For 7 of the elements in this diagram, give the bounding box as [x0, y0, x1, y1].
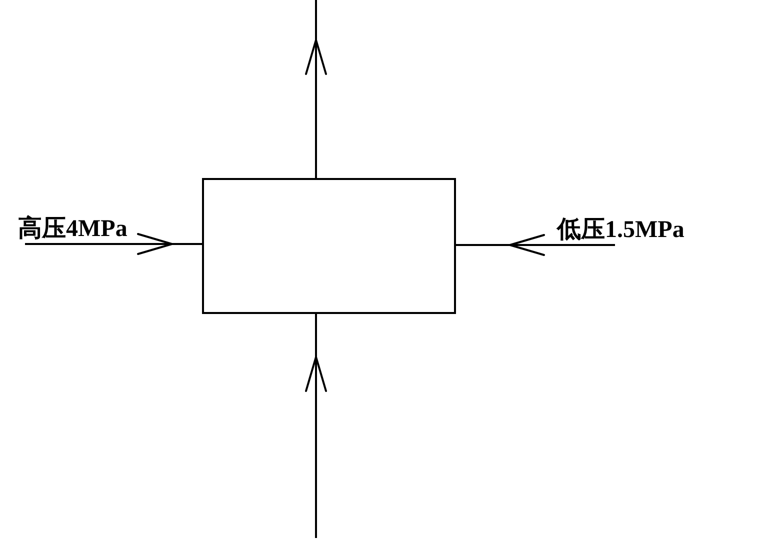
- stream-label: 低压1.5MPa: [557, 218, 684, 245]
- arrow: [456, 234, 615, 256]
- arrow: [305, 314, 327, 538]
- process-box: [202, 178, 456, 314]
- stream-label: 高压4MPa: [18, 217, 128, 244]
- arrow: [25, 233, 202, 255]
- arrow: [305, 0, 327, 178]
